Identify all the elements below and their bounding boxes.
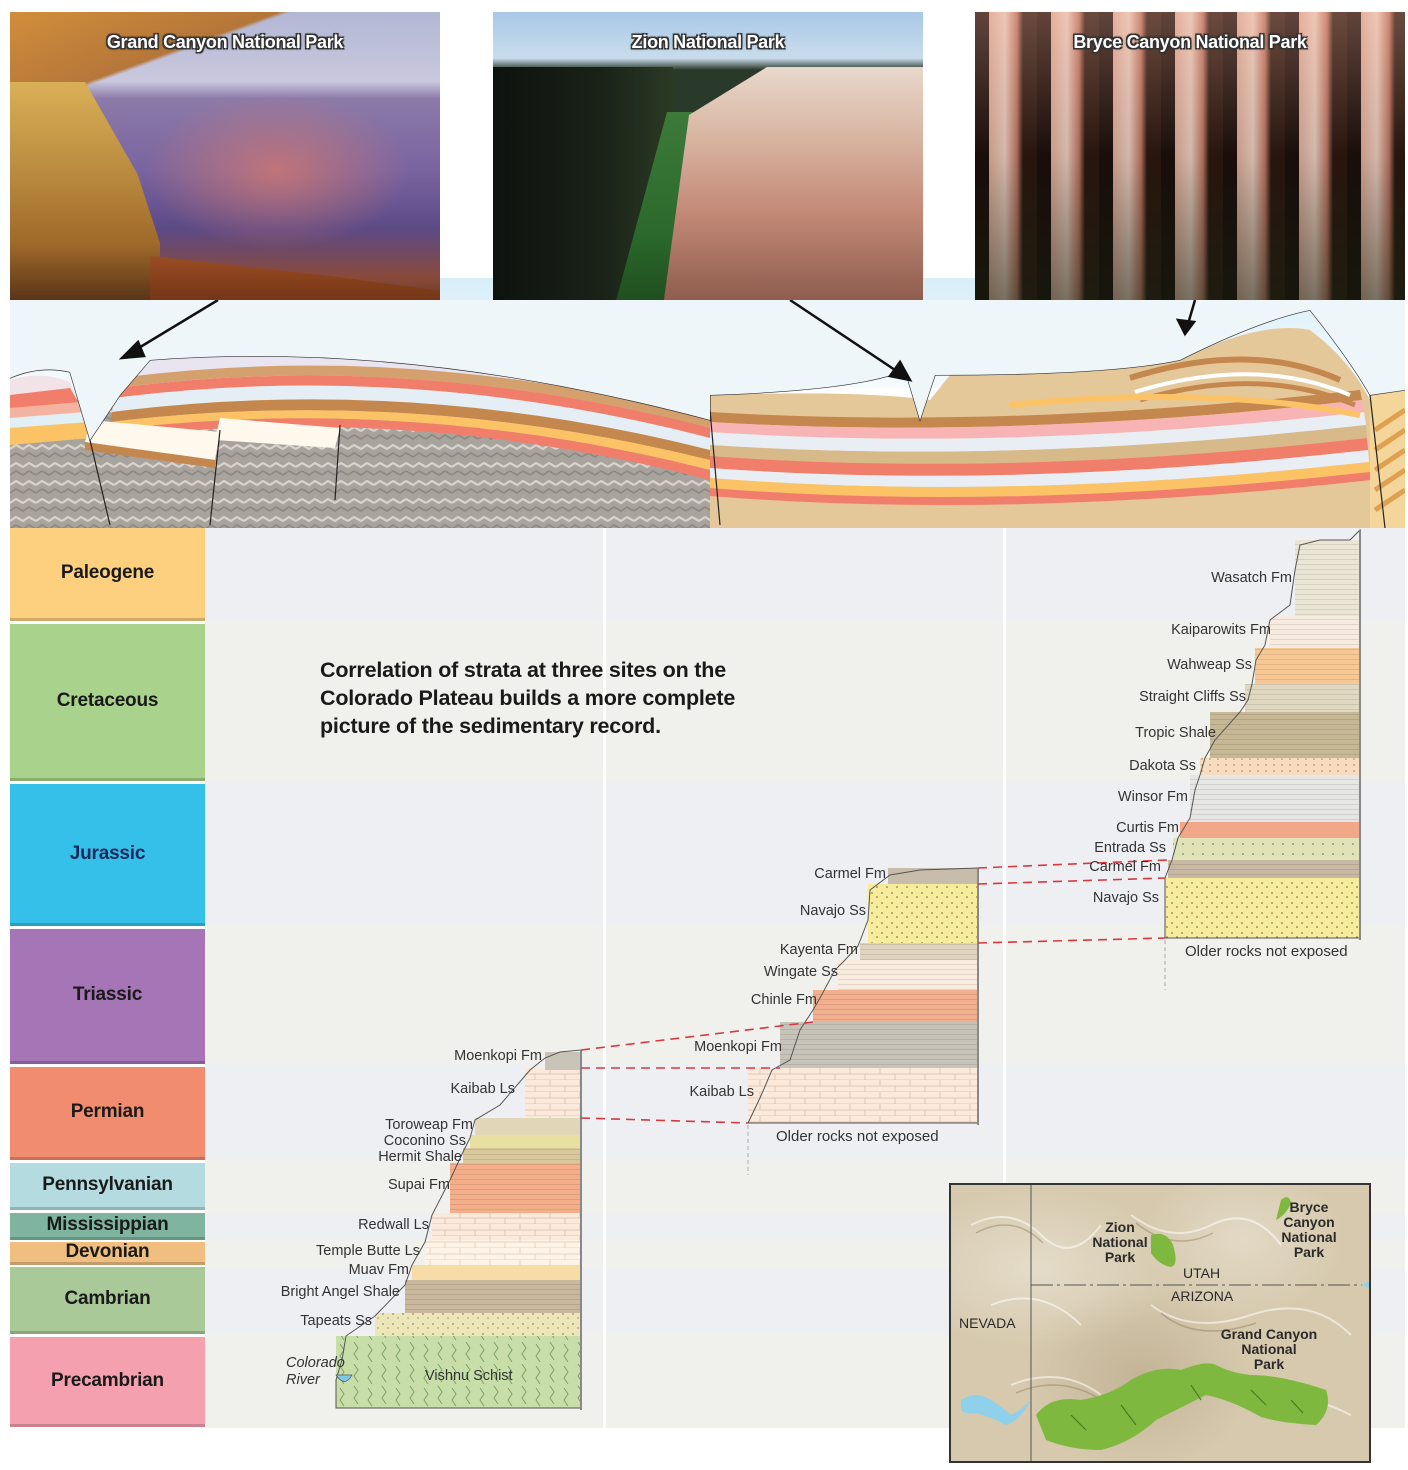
- formation-label: Navajo Ss: [1092, 890, 1159, 906]
- grand-canyon-photo: Grand Canyon National Park: [10, 12, 440, 301]
- grand-canyon-column: [335, 1049, 582, 1410]
- formation-label: Hermit Shale: [378, 1149, 462, 1165]
- formation-label: Carmel Fm: [1089, 859, 1161, 875]
- period-devonian: Devonian: [10, 1241, 205, 1265]
- figure-caption: Correlation of strata at three sites on …: [320, 658, 736, 738]
- bryce-column: [1164, 528, 1361, 990]
- label-line: Bryce: [1289, 1199, 1329, 1215]
- label-line: Canyon: [1283, 1214, 1335, 1230]
- formation-label: Moenkopi Fm: [694, 1039, 782, 1055]
- map-state-label: UTAH: [1183, 1265, 1221, 1281]
- label-line: Park: [1104, 1249, 1136, 1265]
- river-label: Colorado: [286, 1355, 345, 1371]
- formation-label: Tapeats Ss: [300, 1313, 372, 1329]
- cliff-shape: [663, 67, 923, 301]
- formation-label: Curtis Fm: [1116, 820, 1179, 836]
- label-line: Grand Canyon: [1220, 1326, 1318, 1342]
- formation-label: Temple Butte Ls: [316, 1243, 420, 1259]
- formation-label: Toroweap Fm: [385, 1117, 473, 1133]
- formation-label: Supai Fm: [387, 1177, 450, 1193]
- formation-label: Winsor Fm: [1117, 789, 1188, 805]
- formation-label: Kaiparowits Fm: [1171, 622, 1271, 638]
- zion-column: [747, 867, 979, 1175]
- label-line: Park: [1293, 1244, 1325, 1260]
- cretaceous-row: [205, 621, 1405, 781]
- formation-label: Straight Cliffs Ss: [1139, 689, 1246, 705]
- older-rocks-note: Older rocks not exposed: [1185, 943, 1348, 960]
- period-permian: Permian: [10, 1067, 205, 1160]
- formation-label: Chinle Fm: [750, 992, 817, 1008]
- label-line: National: [1241, 1341, 1297, 1357]
- strata-left: [10, 375, 92, 445]
- period-precambrian: Precambrian: [10, 1337, 205, 1427]
- geologic-cross-section: [10, 300, 1405, 528]
- river-label: River: [286, 1372, 320, 1388]
- period-mississippian: Mississippian: [10, 1213, 205, 1240]
- map-park-label-grand-canyon: Grand Canyon National Park: [1219, 1327, 1319, 1372]
- sky-fill: [10, 300, 1405, 440]
- formation-label: Dakota Ss: [1129, 758, 1196, 774]
- label-line: Park: [1253, 1356, 1285, 1372]
- photo-title: Grand Canyon National Park: [106, 32, 344, 52]
- formation-label: Kaibab Ls: [450, 1081, 516, 1097]
- period-triassic: Triassic: [10, 929, 205, 1064]
- map-state-label: ARIZONA: [1171, 1288, 1234, 1304]
- bryce-canyon-photo: Bryce Canyon National Park: [975, 12, 1405, 301]
- location-map: NEVADA UTAH ARIZONA Zion National Park B…: [949, 1183, 1371, 1463]
- formation-label: Carmel Fm: [814, 866, 886, 882]
- formation-label: Kayenta Fm: [779, 942, 858, 958]
- zion-park-area: [1151, 1233, 1176, 1267]
- correlation-lines: [580, 859, 1169, 1124]
- period-pennsylvanian: Pennsylvanian: [10, 1163, 205, 1210]
- shade-overlay: [975, 12, 1405, 301]
- formation-label: Kaibab Ls: [689, 1084, 755, 1100]
- bryce-park-area: [1276, 1197, 1291, 1220]
- photo-title: Zion National Park: [631, 32, 785, 52]
- period-cretaceous: Cretaceous: [10, 624, 205, 781]
- photo-title: Bryce Canyon National Park: [1073, 32, 1307, 52]
- formation-label: Wahweap Ss: [1167, 657, 1252, 673]
- formation-label: Coconino Ss: [383, 1133, 466, 1149]
- older-rocks-note: Older rocks not exposed: [776, 1128, 939, 1145]
- formation-label: Vishnu Schist: [425, 1368, 513, 1384]
- period-jurassic: Jurassic: [10, 784, 205, 926]
- formation-label: Wingate Ss: [763, 964, 838, 980]
- formation-label: Redwall Ls: [358, 1217, 429, 1233]
- label-line: National: [1281, 1229, 1337, 1245]
- label-line: National: [1092, 1234, 1148, 1250]
- map-park-label-bryce: Bryce Canyon National Park: [1277, 1200, 1341, 1260]
- formation-label: Wasatch Fm: [1211, 570, 1292, 586]
- formation-label: Entrada Ss: [1094, 840, 1166, 856]
- column-divider: [603, 528, 606, 1428]
- photo-pointer-arrows: [118, 300, 1197, 382]
- label-line: Zion: [1105, 1219, 1135, 1235]
- formation-label: Navajo Ss: [799, 903, 866, 919]
- formation-label: Moenkopi Fm: [454, 1048, 542, 1064]
- period-cambrian: Cambrian: [10, 1267, 205, 1334]
- formation-label: Muav Fm: [348, 1262, 409, 1278]
- map-park-label-zion: Zion National Park: [1089, 1220, 1151, 1265]
- zion-photo: Zion National Park: [493, 12, 923, 301]
- map-state-label: NEVADA: [959, 1315, 1016, 1331]
- formation-label: Bright Angel Shale: [280, 1284, 400, 1300]
- formation-label: Tropic Shale: [1135, 725, 1216, 741]
- grand-canyon-park-area: [1036, 1363, 1329, 1450]
- period-paleogene: Paleogene: [10, 528, 205, 621]
- map-graphics: [961, 1185, 1369, 1461]
- column-divider: [1003, 528, 1006, 1428]
